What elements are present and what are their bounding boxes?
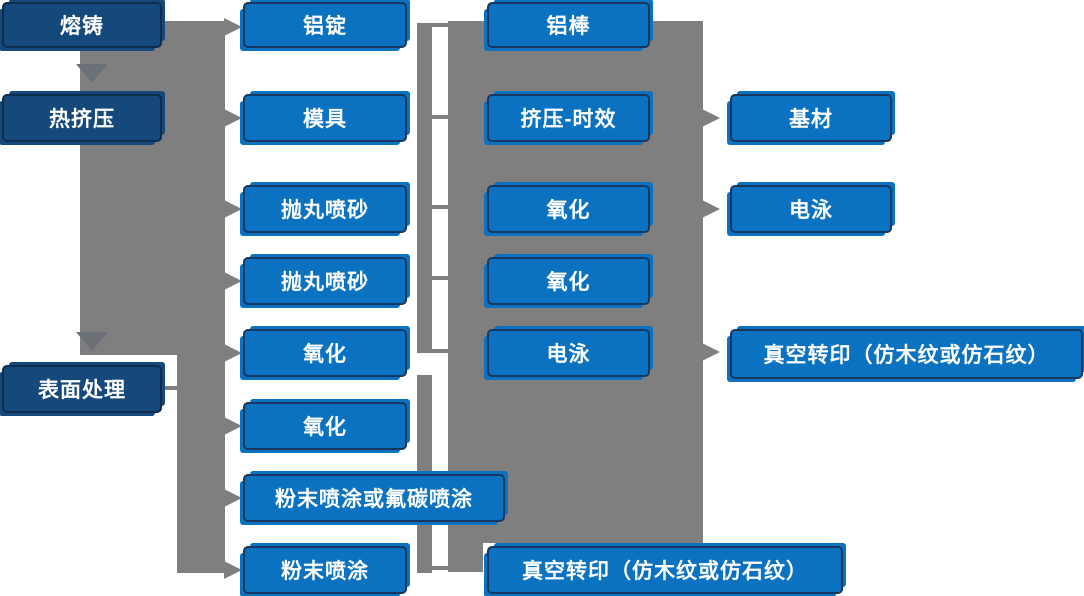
node-powder-or-fluorocarbon-coating: 粉末喷涂或氟碳喷涂: [243, 474, 505, 522]
node-oxidation-4: 氧化: [487, 257, 650, 305]
node-vacuum-transfer-1: 真空转印（仿木纹或仿石纹）: [487, 546, 843, 594]
arrow-to-powder-coating: [224, 561, 242, 579]
arrow-to-oxidation-1: [224, 344, 242, 362]
arrow-to-powder-fluorocarbon: [224, 489, 242, 507]
arrow-to-shot-blasting-1: [224, 200, 242, 218]
node-mold: 模具: [243, 94, 407, 142]
trunk-right-extension: [448, 543, 483, 572]
arrow-to-base-material: [702, 109, 720, 127]
link-row8-middle: [432, 566, 448, 570]
node-vacuum-transfer-2: 真空转印（仿木纹或仿石纹）: [730, 329, 1083, 379]
node-oxidation-3: 氧化: [487, 185, 650, 233]
node-oxidation-1: 氧化: [243, 329, 407, 377]
node-oxidation-2: 氧化: [243, 402, 407, 450]
arrow-to-electrophoresis: [702, 200, 720, 218]
arrow-extrusion-to-surface: [76, 332, 108, 351]
link-row2-middle: [432, 115, 448, 119]
link-row1-middle: [432, 23, 448, 27]
arrow-to-vacuum-transfer: [702, 343, 720, 361]
node-shot-blasting-2: 抛丸喷砂: [243, 257, 407, 305]
node-powder-coating: 粉末喷涂: [243, 546, 407, 594]
node-aluminum-rod: 铝棒: [487, 2, 650, 48]
link-row4-middle: [432, 276, 448, 280]
arrow-to-shot-blasting-2: [224, 272, 242, 290]
node-melting-casting: 熔铸: [2, 2, 162, 48]
arrow-melting-to-extrusion: [76, 64, 108, 83]
link-row5-middle: [432, 349, 448, 353]
node-aluminum-ingot: 铝锭: [243, 2, 407, 48]
arrow-to-aluminum-ingot: [224, 18, 242, 36]
node-hot-extrusion: 热挤压: [2, 94, 162, 142]
trunk-left-narrow: [177, 355, 225, 573]
node-shot-blasting-1: 抛丸喷砂: [243, 185, 407, 233]
node-surface-treatment: 表面处理: [2, 365, 162, 413]
node-base-material: 基材: [730, 94, 892, 142]
node-electrophoresis-2: 电泳: [730, 185, 892, 233]
trunk-middle-top: [417, 23, 432, 353]
link-row3-middle: [432, 205, 448, 209]
arrow-to-mold: [224, 109, 242, 127]
node-extrusion-aging: 挤压-时效: [487, 94, 650, 142]
link-surface-treatment: [162, 386, 177, 390]
node-electrophoresis-1: 电泳: [487, 329, 650, 377]
arrow-to-oxidation-2: [224, 417, 242, 435]
